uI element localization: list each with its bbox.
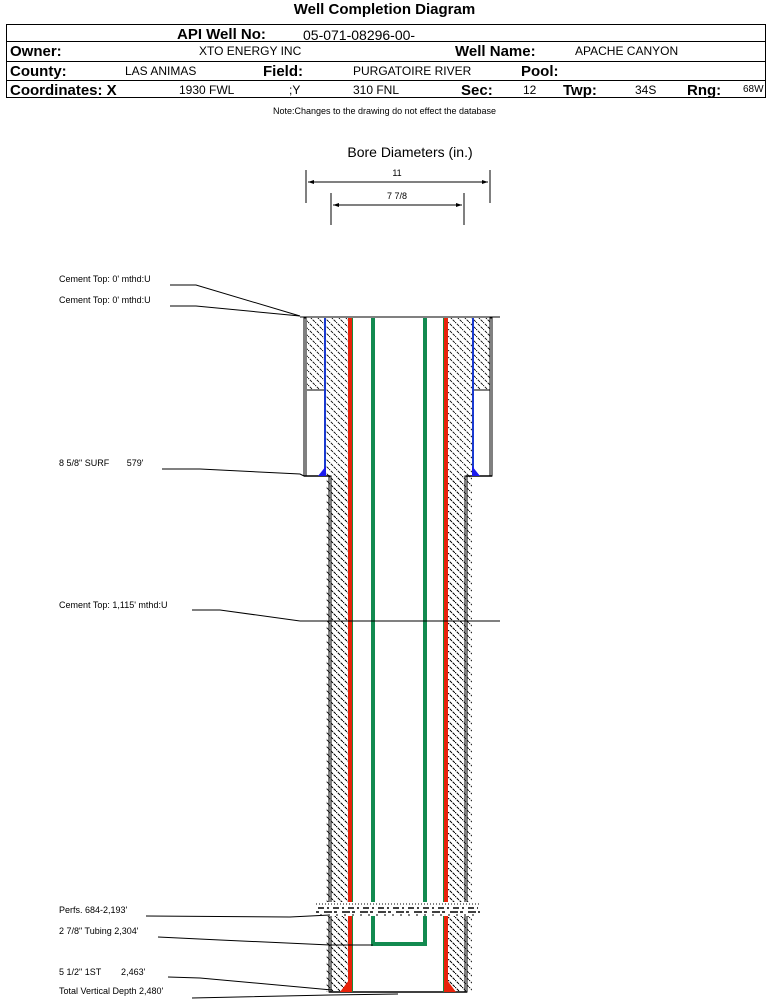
database-note: Note:Changes to the drawing do not effec…: [273, 106, 496, 116]
annotation-tubing: 2 7/8" Tubing 2,304': [59, 926, 139, 936]
sec-value: 12: [523, 83, 537, 97]
production-casing-shoe-left: [340, 980, 349, 992]
cement-fill-right-surface: [474, 318, 490, 390]
well-name-value: APACHE CANYON: [575, 44, 679, 58]
bore-outer-label: 11: [392, 168, 401, 178]
field-value: PURGATOIRE RIVER: [353, 64, 472, 78]
annotation-cement-top-3: Cement Top: 1,115' mthd:U: [59, 600, 167, 610]
pool-label: Pool:: [521, 63, 559, 80]
annotation-surface-casing: 8 5/8" SURF 579': [59, 458, 144, 468]
twp-value: 34S: [635, 83, 657, 97]
annotation-cement-top-2: Cement Top: 0' mthd:U: [59, 295, 151, 305]
coord-x-label: Coordinates: X: [10, 82, 117, 99]
field-label: Field:: [263, 63, 303, 80]
annotation-cement-top-1: Cement Top: 0' mthd:U: [59, 274, 151, 284]
surface-casing-shoe-left: [318, 466, 326, 476]
bore-inner-label: 7 7/8: [387, 191, 407, 201]
sec-label: Sec:: [461, 82, 493, 99]
annotation-total-depth: Total Vertical Depth 2,480': [59, 986, 164, 996]
owner-value: XTO ENERGY INC: [199, 44, 302, 58]
rng-label: Rng:: [687, 82, 722, 99]
rng-value: 68W: [743, 84, 764, 95]
production-casing-shoe-right: [447, 980, 456, 992]
cement-fill-left-surface: [307, 318, 324, 390]
county-label: County:: [10, 63, 67, 80]
api-value: 05-071-08296-00-: [303, 27, 416, 43]
coord-x-value: 1930 FWL: [179, 83, 235, 97]
annotation-leaders: [145, 284, 399, 999]
well-header-table: API Well No: 05-071-08296-00- Owner: XTO…: [6, 24, 766, 99]
page-title: Well Completion Diagram: [293, 1, 476, 18]
api-label: API Well No:: [177, 26, 266, 43]
bore-outer-dimension: 11: [305, 168, 491, 203]
surface-casing-shoe-right: [472, 466, 480, 476]
perforations: [314, 902, 482, 916]
county-value: LAS ANIMAS: [125, 64, 197, 78]
twp-label: Twp:: [563, 82, 597, 99]
owner-label: Owner:: [10, 43, 62, 60]
well-name-label: Well Name:: [455, 43, 536, 60]
annotation-production-casing: 5 1/2" 1ST 2,463': [59, 967, 146, 977]
coord-y-value: 310 FNL: [353, 83, 400, 97]
owner-row: Owner: XTO ENERGY INC Well Name: APACHE …: [7, 41, 765, 60]
annotation-perfs: Perfs. 684-2,193': [59, 905, 128, 915]
surface-hole: [303, 317, 493, 477]
tubing: [371, 318, 427, 946]
coordinates-row: Coordinates: X 1930 FWL ;Y 310 FNL Sec: …: [7, 80, 765, 99]
bore-diameters-title: Bore Diameters (in.): [347, 144, 472, 160]
county-row: County: LAS ANIMAS Field: PURGATOIRE RIV…: [7, 61, 765, 80]
production-casing: [340, 318, 456, 992]
coord-y-label: ;Y: [289, 83, 301, 97]
bore-inner-dimension: 7 7/8: [330, 191, 465, 225]
